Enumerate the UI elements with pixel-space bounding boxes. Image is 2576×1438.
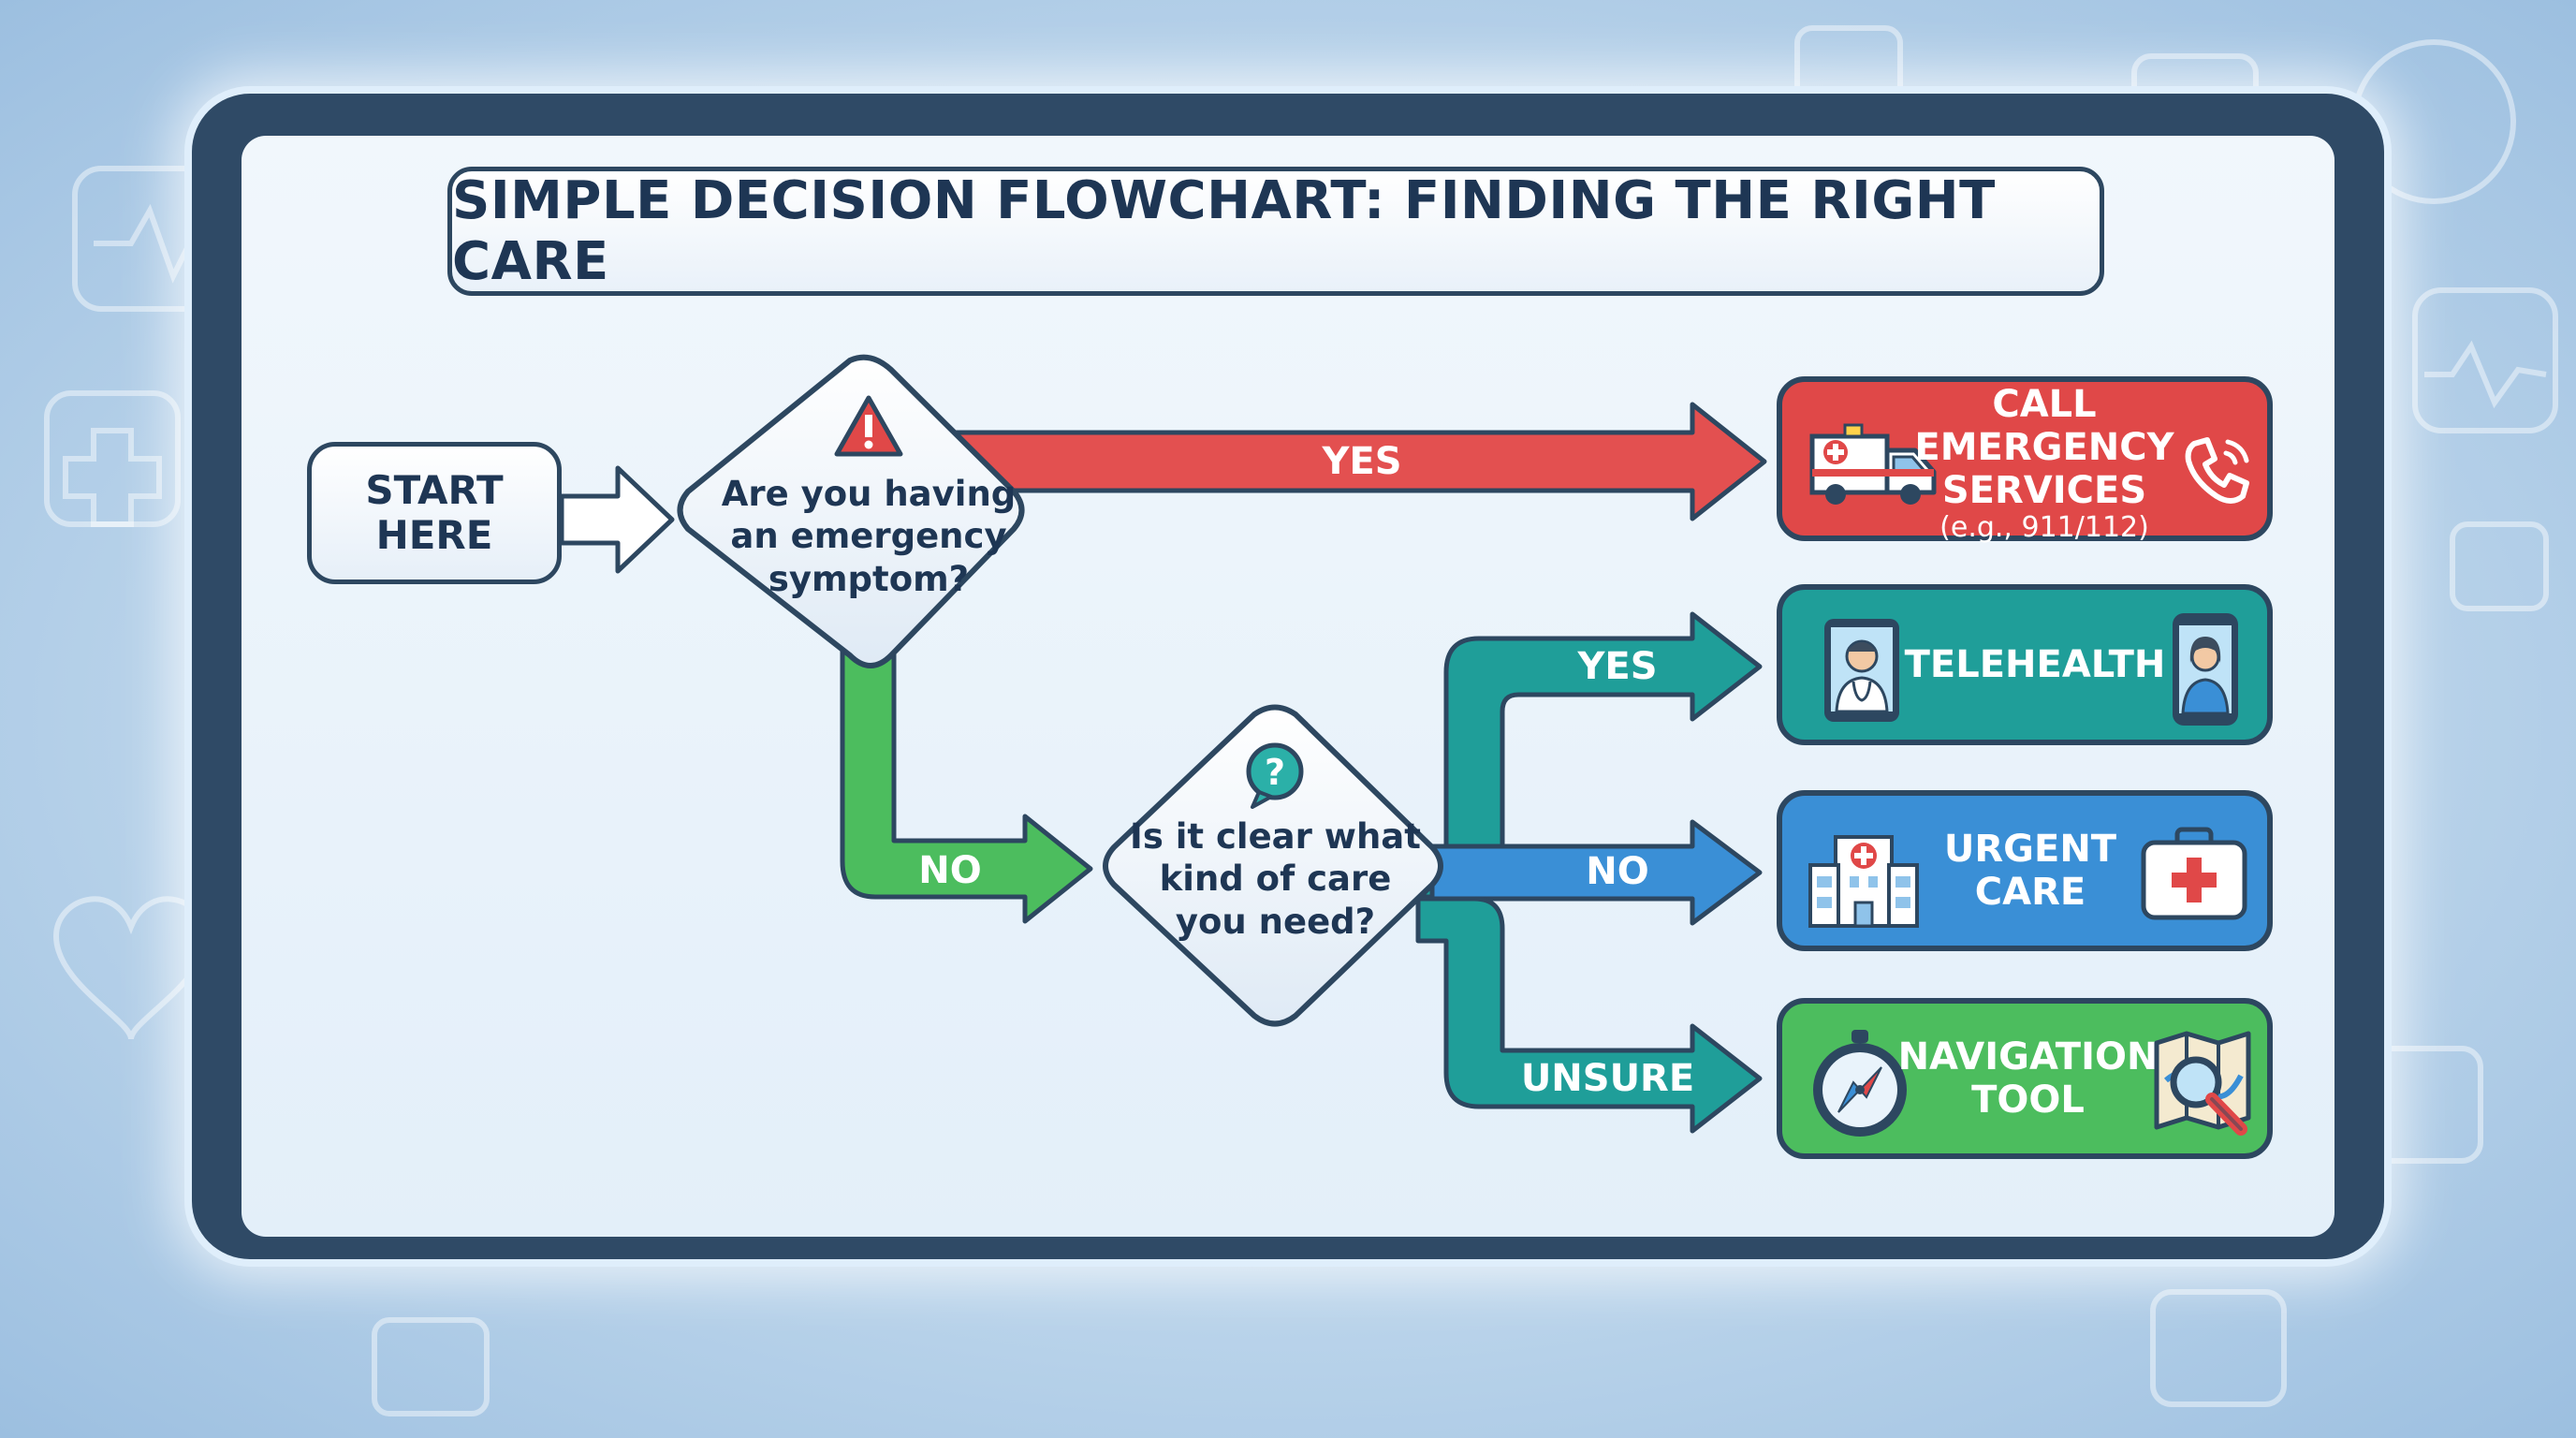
medical-cross-icon bbox=[44, 390, 181, 527]
warning-icon bbox=[834, 395, 903, 457]
doctor-tablet-icon bbox=[1824, 619, 1899, 722]
outcome-telehealth-text: TELEHEALTH bbox=[1905, 590, 2166, 740]
patient-phone-icon bbox=[2173, 613, 2238, 726]
outcome-navigation-tool[interactable]: NAVIGATION TOOL bbox=[1777, 998, 2273, 1159]
decision-care-text: Is it clear what kind of care you need? bbox=[1123, 809, 1427, 949]
decision-emergency-line2: an emergency bbox=[730, 516, 1007, 557]
outcome-telehealth[interactable]: TELEHEALTH bbox=[1777, 584, 2273, 745]
decision-emergency-line1: Are you having bbox=[721, 474, 1017, 515]
decision-diamond-care bbox=[1103, 704, 1443, 1027]
map-search-icon bbox=[2154, 1031, 2251, 1136]
navigation-unsure-arrow bbox=[1415, 896, 1763, 1134]
outcome-urgent-care[interactable]: URGENT CARE bbox=[1777, 790, 2273, 951]
outcome-emergency-text: CALL EMERGENCY SERVICES (e.g., 911/112) bbox=[1899, 383, 2189, 544]
monitor-icon bbox=[2412, 287, 2558, 433]
outcome-urgent-line1: URGENT bbox=[1943, 828, 2117, 871]
arrow-label-care-unsure: UNSURE bbox=[1520, 1057, 1695, 1100]
outcome-emergency-line3: (e.g., 911/112) bbox=[1939, 510, 2149, 544]
outcome-telehealth-label: TELEHEALTH bbox=[1904, 643, 2166, 686]
svg-text:?: ? bbox=[1265, 752, 1285, 793]
first-aid-kit-icon bbox=[2141, 827, 2247, 920]
arrow-label-care-no: NO bbox=[1586, 850, 1649, 893]
outcome-urgent-text: URGENT CARE bbox=[1923, 796, 2138, 946]
emergency-yes-arrow bbox=[952, 402, 1767, 521]
start-label-line2: HERE bbox=[375, 512, 493, 558]
decision-care-line1: Is it clear what bbox=[1130, 816, 1421, 858]
outcome-emergency-line2: SERVICES bbox=[1941, 468, 2147, 512]
arrow-label-emergency-no: NO bbox=[918, 849, 982, 892]
start-label-line1: START bbox=[365, 466, 504, 513]
arrow-label-care-yes: YES bbox=[1577, 645, 1658, 688]
page-title: SIMPLE DECISION FLOWCHART: FINDING THE R… bbox=[447, 167, 2104, 296]
start-node[interactable]: START HERE bbox=[307, 442, 562, 584]
outcome-urgent-line2: CARE bbox=[1974, 871, 2086, 914]
decision-care-line3: you need? bbox=[1175, 901, 1376, 942]
compass-icon bbox=[1813, 1030, 1907, 1137]
question-bubble-icon: ? bbox=[1246, 742, 1304, 809]
phone-icon bbox=[2185, 437, 2249, 504]
no-emergency-arrow bbox=[840, 643, 1093, 924]
notepad-icon bbox=[372, 1317, 490, 1416]
decision-emergency-text: Are you having an emergency symptom? bbox=[719, 466, 1018, 607]
start-arrow bbox=[559, 465, 675, 574]
decision-diamond-emergency bbox=[677, 354, 1025, 668]
outcome-navigation-text: NAVIGATION TOOL bbox=[1898, 1004, 2159, 1153]
arrow-label-emergency-yes: YES bbox=[1322, 440, 1402, 483]
ambulance-icon bbox=[1809, 423, 1937, 505]
outcome-navigation-line1: NAVIGATION bbox=[1897, 1035, 2159, 1078]
telehealth-yes-arrow bbox=[1415, 611, 1763, 900]
outcome-call-emergency[interactable]: CALL EMERGENCY SERVICES (e.g., 911/112) bbox=[1777, 376, 2273, 544]
hospital-icon bbox=[1808, 835, 1919, 928]
bag-icon bbox=[2450, 521, 2549, 611]
outcome-navigation-line2: TOOL bbox=[1971, 1078, 2085, 1122]
decision-emergency-line3: symptom? bbox=[768, 558, 970, 599]
decision-care-line2: kind of care bbox=[1159, 858, 1392, 900]
outcome-emergency-line1: CALL EMERGENCY bbox=[1914, 382, 2174, 469]
